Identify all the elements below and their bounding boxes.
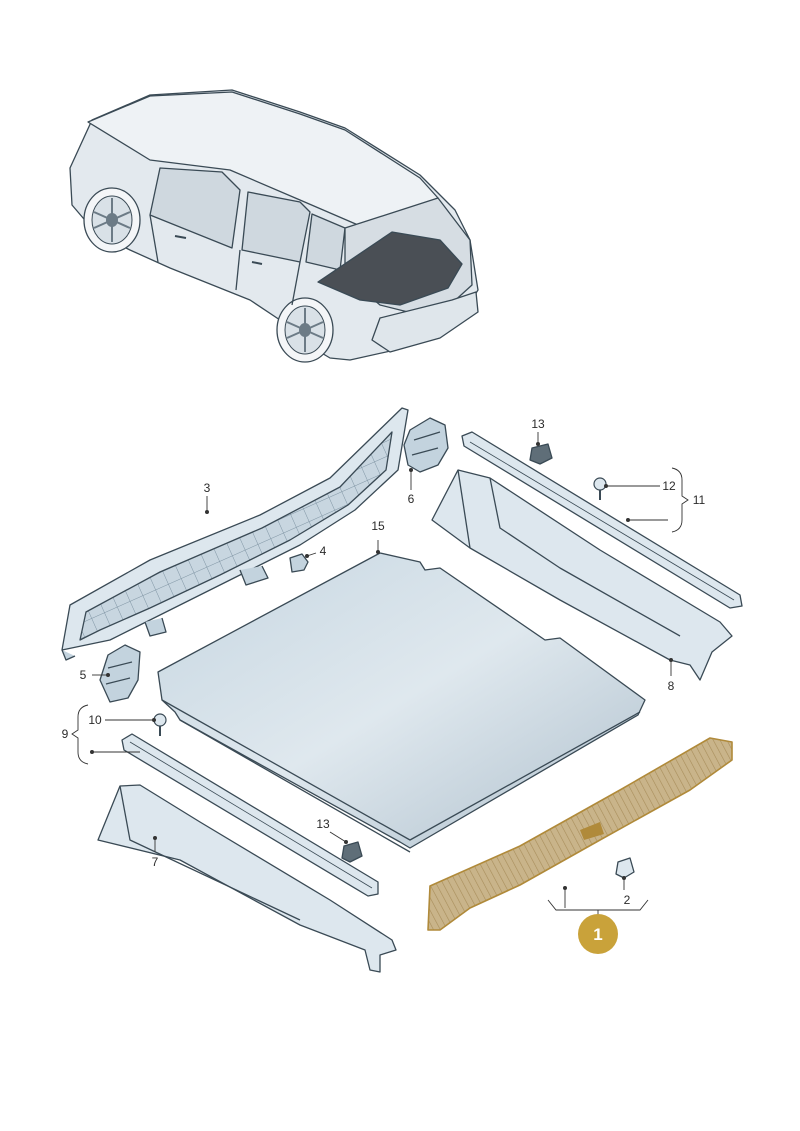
callout-labels: 1 2 3 4 5 6 7 8 9 10 11 12 13 13 15 <box>62 417 706 954</box>
vehicle-roof <box>87 91 439 229</box>
part-5-bracket <box>99 644 141 703</box>
part-2-clip <box>615 857 635 879</box>
part-9-rail-left <box>121 733 379 897</box>
part-15-loading-floor <box>157 552 646 853</box>
vehicle-rear-wheel <box>276 297 334 363</box>
callout-7: 7 <box>152 855 159 869</box>
callout-1-badge <box>578 914 618 954</box>
callout-9: 9 <box>62 727 69 741</box>
callout-15: 15 <box>371 519 385 533</box>
luggage-mat <box>317 231 463 306</box>
vehicle-rear-bumper <box>371 291 479 353</box>
part-13-clip-lower <box>341 841 363 863</box>
callout-10: 10 <box>88 713 102 727</box>
vehicle-window-rear <box>241 191 311 263</box>
callout-12: 12 <box>662 479 676 493</box>
callout-1: 1 <box>593 925 602 944</box>
callout-5: 5 <box>80 668 87 682</box>
callout-2: 2 <box>624 893 631 907</box>
part-7-side-trim-left <box>97 784 397 973</box>
part-3-side-trim-panel <box>61 407 409 661</box>
callout-4: 4 <box>320 544 327 558</box>
part-1-loading-sill-trim <box>427 737 733 931</box>
leader-lines <box>71 432 689 918</box>
vehicle-window-front <box>149 167 241 249</box>
callout-8: 8 <box>668 679 675 693</box>
part-4-clip <box>289 553 309 573</box>
part-10-screw <box>153 713 167 736</box>
callout-11: 11 <box>693 493 706 507</box>
part-11-rail-right <box>461 431 743 609</box>
part-6-bracket <box>403 417 449 473</box>
vehicle-overview-illustration <box>69 89 479 363</box>
callout-3: 3 <box>204 481 211 495</box>
callout-6: 6 <box>408 492 415 506</box>
vehicle-front-wheel <box>83 187 141 253</box>
part-8-side-trim-right <box>431 469 733 681</box>
callout-13-lower: 13 <box>316 817 330 831</box>
part-12-screw <box>593 477 607 500</box>
callout-13-upper: 13 <box>531 417 545 431</box>
part-13-clip-upper <box>529 443 553 465</box>
